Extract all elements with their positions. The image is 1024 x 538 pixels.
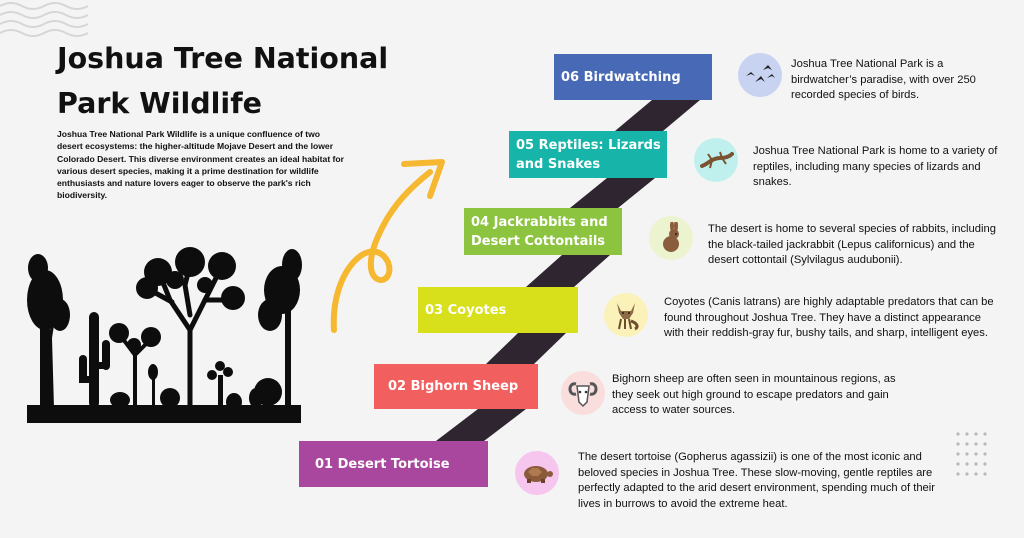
decor-dot	[983, 472, 987, 476]
decor-dot	[965, 472, 969, 476]
decor-dot	[956, 462, 960, 466]
step-connector	[570, 178, 655, 208]
desc-jackrabbits: The desert is home to several species of…	[708, 223, 996, 266]
rabbit-icon	[649, 216, 693, 260]
step-label-birdwatching: 06 Birdwatching	[554, 54, 712, 100]
page-title: Joshua Tree National Park Wildlife	[57, 42, 389, 120]
desc-reptiles: Joshua Tree National Park is home to a v…	[753, 145, 998, 188]
decor-dot	[965, 442, 969, 446]
curved-arrow-icon	[330, 159, 445, 333]
decor-dot	[983, 452, 987, 456]
decor-dot	[965, 452, 969, 456]
decor-dot	[965, 432, 969, 436]
decor-dot	[956, 442, 960, 446]
step-label-bighorn-sheep: 02 Bighorn Sheep	[374, 364, 538, 409]
step-connector	[436, 409, 526, 441]
step-connector	[526, 255, 610, 287]
step-connectors	[436, 100, 700, 441]
desc-bighorn-sheep: Bighorn sheep are often seen in mountain…	[612, 373, 896, 416]
intro-paragraph: Joshua Tree National Park Wildlife is a …	[57, 129, 345, 201]
decor-dot	[983, 432, 987, 436]
coyote-icon	[604, 293, 648, 337]
decor-dot	[956, 452, 960, 456]
step-label-desert-tortoise: 01 Desert Tortoise	[299, 441, 488, 487]
decor-dot	[965, 462, 969, 466]
step-label-jackrabbits: 04 Jackrabbits and Desert Cottontails	[464, 208, 622, 255]
birds-icon	[738, 53, 782, 97]
step-connector	[486, 333, 566, 364]
step-label-reptiles: 05 Reptiles: Lizards and Snakes	[509, 131, 667, 178]
decor-dot	[974, 452, 978, 456]
tortoise-icon	[515, 451, 559, 495]
decor-dot	[974, 432, 978, 436]
step-connector	[615, 100, 700, 131]
desc-desert-tortoise: The desert tortoise (Gopherus agassizii)…	[578, 451, 935, 510]
desert-silhouette	[27, 247, 302, 423]
decor-dot	[983, 462, 987, 466]
decor-dot	[956, 432, 960, 436]
desc-birdwatching: Joshua Tree National Park is a birdwatch…	[791, 58, 976, 101]
decor-dot	[974, 462, 978, 466]
dot-grid-decoration	[956, 432, 987, 476]
step-label-coyotes: 03 Coyotes	[418, 287, 578, 333]
decor-dot	[974, 442, 978, 446]
decor-dot	[983, 442, 987, 446]
decor-dot	[974, 472, 978, 476]
desc-coyotes: Coyotes (Canis latrans) are highly adapt…	[664, 296, 994, 339]
decor-dot	[956, 472, 960, 476]
bighorn-sheep-icon	[561, 371, 605, 415]
lizard-icon	[694, 138, 738, 182]
wave-decoration	[0, 2, 89, 37]
